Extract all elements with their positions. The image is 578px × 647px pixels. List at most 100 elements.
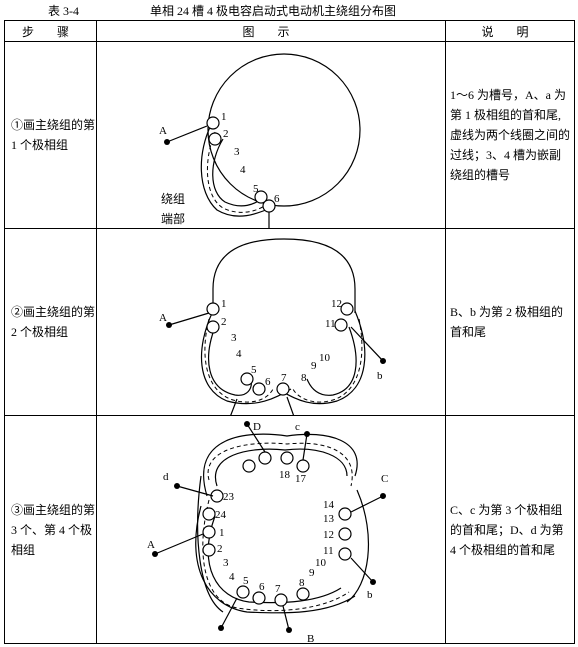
slot-label: 5 (253, 183, 259, 195)
diagram-label: 24 (215, 509, 227, 521)
diagram-label: 11 (323, 545, 334, 557)
diagram-shape (201, 310, 292, 405)
table-row: ②画主绕组的第 2 个极相组 (4, 228, 575, 416)
crossover-line (206, 131, 268, 213)
diagram-shape (202, 525, 216, 539)
slot-circle (206, 116, 220, 130)
diagram-shape (220, 597, 238, 629)
diagram-label: 10 (315, 557, 327, 569)
diagram-label: a (209, 412, 214, 415)
diagram-label: 12 (323, 529, 334, 541)
diagram-shape (338, 527, 352, 541)
diagram-shape (334, 318, 348, 332)
diagram-shape (338, 507, 352, 521)
diagram-label: 5 (251, 364, 257, 376)
slot-circle (254, 190, 268, 204)
diagram-shape (380, 358, 386, 364)
note-cell: 1～6 为槽号，A、a 为第 1 极相组的首和尾,虚线为两个线圈之间的过线；3、… (445, 41, 575, 229)
diagram-shape (370, 579, 376, 585)
diagram-shape (296, 459, 310, 473)
diagram-label: 14 (323, 499, 335, 511)
diagram-shape (380, 493, 386, 499)
diagram-shape (346, 489, 370, 603)
diagram-label: 1 (219, 527, 225, 539)
diagram-shape (304, 431, 310, 437)
table-label: 表 3-4 (48, 4, 79, 18)
diagram-shape (246, 423, 266, 453)
diagram-label: b (367, 589, 373, 601)
diagram-label: A (159, 312, 167, 324)
diagram-shape (206, 302, 220, 316)
diagram-label: C (381, 473, 388, 485)
diagram-shape (174, 483, 180, 489)
slot-label: 4 (240, 164, 246, 176)
diagram-shape (166, 125, 208, 143)
winding-table: 步 骤 图 示 说 明 ①画主绕组的第 1 个极相组 (4, 20, 575, 644)
diagram-shape (306, 326, 357, 396)
diagram-shape (296, 587, 310, 601)
diagram-shape (166, 322, 172, 328)
diagram-shape (202, 543, 216, 557)
diagram-label: 4 (236, 348, 242, 360)
diagram-shape (168, 312, 210, 326)
figure-cell: 1 2 3 4 5 6 7 8 9 10 11 12 13 14 17 18 2… (96, 415, 446, 644)
winding-end-label: 绕组 (161, 192, 185, 206)
diagram-shape (258, 451, 272, 465)
slot-label: 3 (234, 146, 240, 158)
diagram-shape (202, 507, 216, 521)
diagram-shape (206, 320, 220, 334)
diagram-shape (240, 372, 254, 386)
diagram-label: 2 (221, 316, 227, 328)
diagram-label: A (147, 539, 155, 551)
stator-outline (212, 238, 356, 313)
diagram-label: 9 (309, 567, 315, 579)
winding-end-label: 端部 (161, 211, 185, 226)
diagram-label: D (253, 421, 261, 433)
diagram-shape (276, 310, 366, 405)
table-title: 单相 24 槽 4 极电容启动式电动机主绕组分布图 (150, 4, 397, 18)
header-step: 步 骤 (4, 20, 97, 42)
diagram-label: 11 (325, 318, 336, 330)
diagram-label: 1 (221, 298, 227, 310)
diagram-label: 6 (259, 581, 265, 593)
diagram-shape (197, 475, 224, 613)
diagram-shape (350, 557, 374, 583)
diagram-shape (242, 459, 256, 473)
slot-label: 2 (223, 128, 229, 140)
diagram-shape (218, 625, 224, 631)
diagram-shape (340, 302, 354, 316)
diagram-shape (252, 591, 266, 605)
lead-terminal (164, 139, 170, 145)
diagram-label: c (295, 421, 300, 433)
diagram-label: 2 (217, 543, 223, 555)
slot-circle (208, 132, 222, 146)
diagram-shape (338, 547, 352, 561)
diagram-shape (202, 499, 350, 612)
diagram-shape (207, 442, 353, 487)
diagram-label: B (307, 633, 314, 643)
diagram-label: 8 (301, 372, 307, 384)
slot-label: 1 (221, 111, 227, 123)
header-note: 说 明 (445, 20, 575, 42)
slot-label: 6 (274, 193, 280, 205)
diagram-shape (176, 485, 214, 497)
coil-loop (212, 138, 262, 207)
diagram-label: 13 (323, 513, 335, 525)
diagram-shape (280, 451, 294, 465)
diagram-shape (286, 396, 295, 415)
diagram-shape (203, 433, 358, 497)
diagram-label: 3 (231, 332, 237, 344)
diagram-label: 3 (223, 557, 229, 569)
diagram-label: 7 (281, 372, 287, 384)
lead-label: A (159, 125, 167, 137)
pole-group-2-diagram: 1 2 3 4 5 6 7 8 9 10 11 12 A a B b (159, 238, 386, 415)
diagram-shape (292, 318, 363, 403)
diagram-shape (208, 326, 252, 396)
table-row: ①画主绕组的第 1 个极相组 1 2 3 (4, 41, 575, 229)
diagram-shape (244, 421, 250, 427)
diagram-shape (236, 585, 250, 599)
diagram-label: 9 (311, 360, 317, 372)
diagram-shape (204, 318, 274, 403)
diagram-shape (282, 605, 290, 631)
diagram-label: 23 (223, 491, 235, 503)
